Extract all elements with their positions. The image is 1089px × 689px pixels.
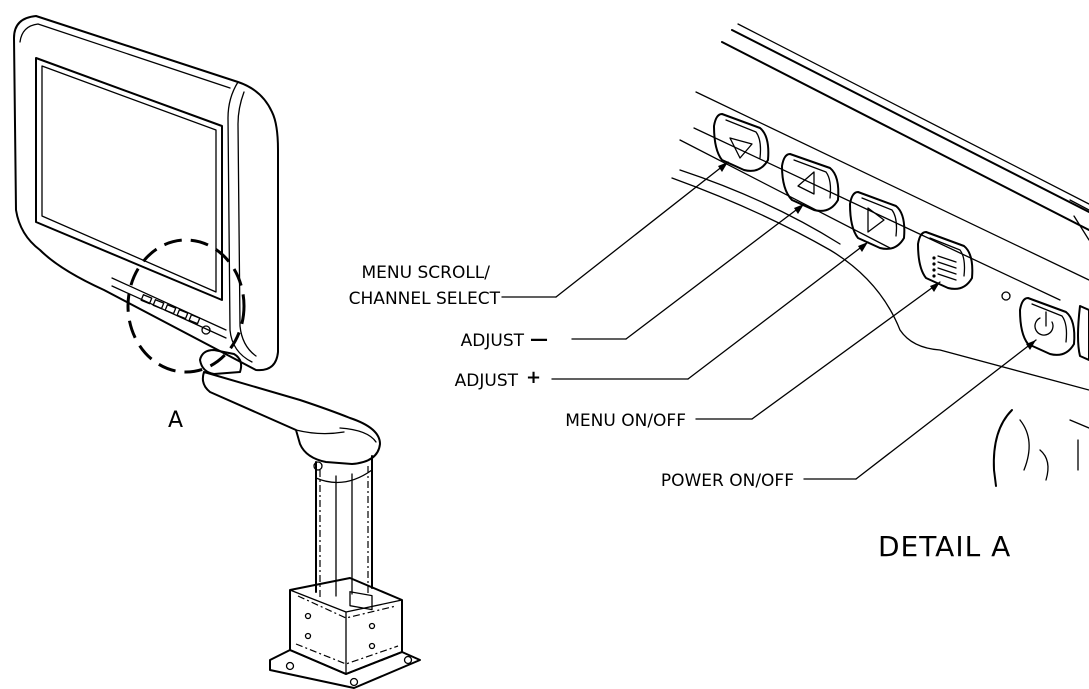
detail-a-view xyxy=(671,23,1089,487)
minus-sign: — xyxy=(530,329,548,350)
menu-onoff-label: MENU ON/OFF xyxy=(565,411,686,431)
adjust-plus-label: ADJUST xyxy=(455,371,519,391)
mounting-post xyxy=(315,455,373,593)
mounting-arm xyxy=(201,371,381,465)
detail-title: DETAIL A xyxy=(878,530,1011,563)
menu-scroll-button[interactable] xyxy=(713,113,770,172)
power-icon xyxy=(1034,311,1054,336)
menu-scroll-label-line1: MENU SCROLL/ xyxy=(362,263,491,283)
menu-lines-icon xyxy=(932,255,957,281)
menu-scroll-label-line2: CHANNEL SELECT xyxy=(349,289,501,309)
adjust-minus-label: ADJUST xyxy=(461,331,525,351)
adjust-minus-button[interactable] xyxy=(781,153,840,212)
monitor-button-row xyxy=(140,294,211,335)
left-triangle-icon xyxy=(797,171,815,195)
plus-sign: + xyxy=(526,367,541,388)
menu-onoff-button[interactable] xyxy=(917,231,974,290)
power-onoff-button[interactable] xyxy=(1019,297,1076,356)
detail-callout-circle xyxy=(126,238,246,374)
base-plate xyxy=(269,649,421,689)
power-onoff-label: POWER ON/OFF xyxy=(661,471,794,491)
indicator-led xyxy=(1001,291,1011,301)
button-labels: MENU SCROLL/ CHANNEL SELECT ADJUST — ADJ… xyxy=(349,263,794,491)
monitor-assembly xyxy=(13,15,421,689)
leader-lines xyxy=(501,161,1037,480)
callout-letter: A xyxy=(168,408,183,433)
right-triangle-icon xyxy=(867,207,885,233)
adjust-plus-button[interactable] xyxy=(849,191,906,250)
monitor-bezel xyxy=(13,15,279,372)
down-triangle-icon xyxy=(729,137,753,159)
monitor-screen xyxy=(35,57,223,301)
